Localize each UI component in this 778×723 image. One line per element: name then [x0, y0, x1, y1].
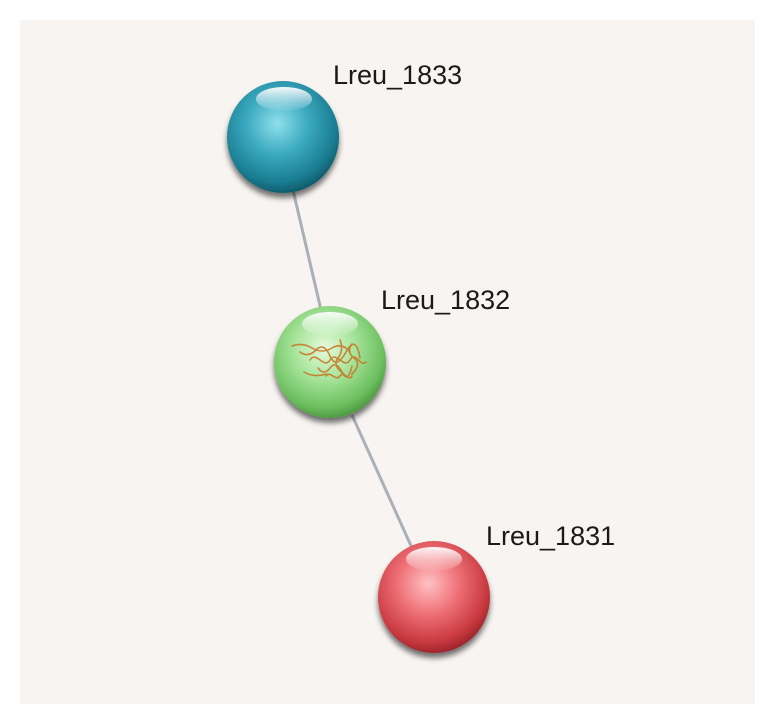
- node-sphere: [378, 541, 490, 653]
- node-label: Lreu_1831: [486, 521, 615, 551]
- node-highlight: [406, 547, 462, 571]
- edge-1833-1832: [291, 189, 323, 311]
- node-lreu-1831[interactable]: Lreu_1831: [378, 521, 615, 653]
- node-highlight: [302, 312, 358, 336]
- node-sphere: [274, 306, 386, 418]
- node-sphere: [227, 81, 339, 193]
- node-label: Lreu_1832: [381, 285, 510, 315]
- edge-1832-1831: [350, 414, 414, 549]
- node-lreu-1832[interactable]: Lreu_1832: [274, 285, 510, 418]
- node-highlight: [256, 87, 312, 111]
- node-label: Lreu_1833: [333, 60, 462, 90]
- protein-structure-icon: [291, 339, 367, 379]
- node-lreu-1833[interactable]: Lreu_1833: [227, 60, 462, 193]
